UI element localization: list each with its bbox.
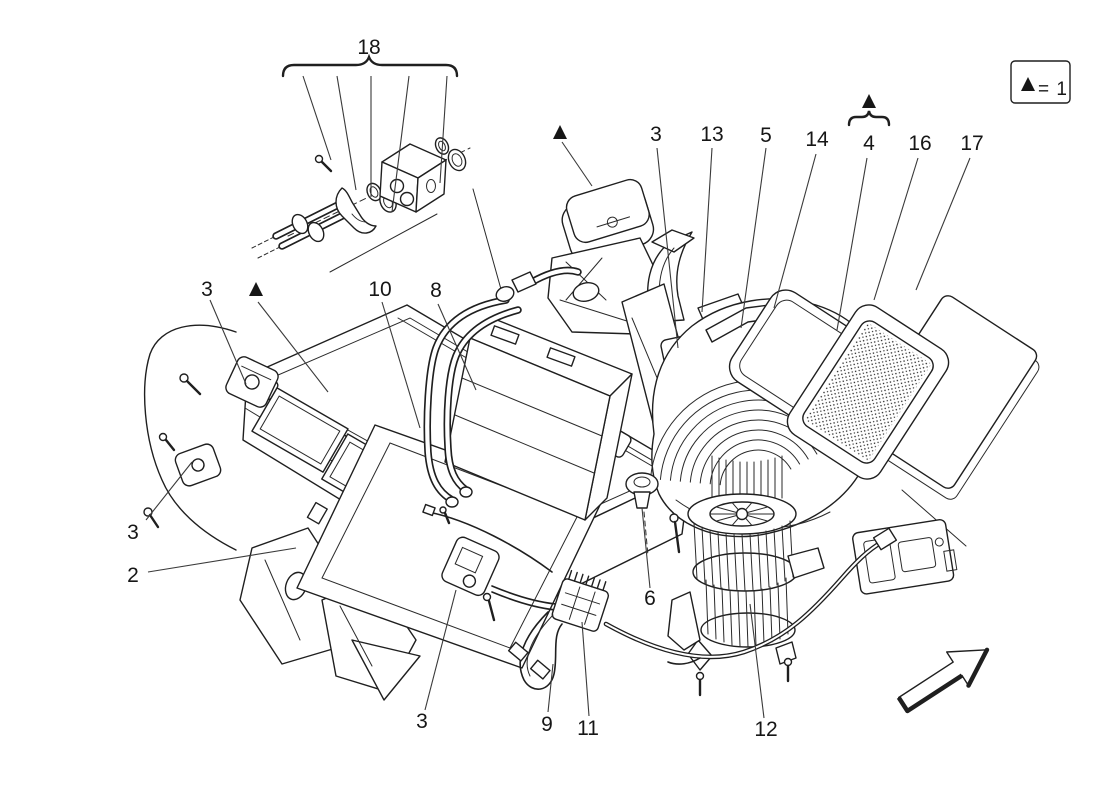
actuator-motor-lower-left <box>160 434 223 488</box>
callout-17: 17 <box>960 132 983 155</box>
triangle-marker-heater <box>249 282 263 296</box>
actuator-motor-bottom <box>440 535 502 598</box>
callout-5: 5 <box>760 124 772 147</box>
blower-motor <box>668 494 824 695</box>
callout-leader-lines <box>146 76 970 718</box>
callout-12: 12 <box>754 718 777 741</box>
direction-arrow <box>899 650 987 711</box>
motor-handle <box>788 548 824 578</box>
actuator-motor-upper-left <box>224 355 281 410</box>
triangle-markers <box>249 94 876 296</box>
callout-11: 11 <box>577 717 599 740</box>
legend-box: = 1 <box>1011 61 1070 103</box>
filter-frame-16 <box>781 299 954 485</box>
callout-13: 13 <box>700 123 723 146</box>
expansion-valve-exploded-view <box>252 136 470 258</box>
callout-3-top: 3 <box>650 123 662 146</box>
triangle-marker-filter-kit <box>862 94 876 108</box>
callout-3-bottom-left: 3 <box>127 521 139 544</box>
callout-numbers: 18 3 13 5 14 4 16 17 3 10 8 3 2 3 9 11 6… <box>127 36 984 741</box>
wiring-harness <box>423 505 896 690</box>
callout-10: 10 <box>368 278 391 301</box>
refrigerant-pipes <box>427 270 578 523</box>
callout-6: 6 <box>644 587 656 610</box>
mounting-wire-frame <box>144 325 236 550</box>
control-module-bracket <box>852 518 958 595</box>
motor-mount-bracket <box>668 592 700 650</box>
callout-14: 14 <box>805 128 829 151</box>
callout-18: 18 <box>357 36 380 59</box>
legend-text: = 1 <box>1038 79 1068 100</box>
callout-8: 8 <box>430 279 442 302</box>
motor-cage-lower <box>706 578 788 647</box>
callout-9: 9 <box>541 713 553 736</box>
legend-triangle-icon <box>1021 77 1035 91</box>
heater-label-1 <box>252 388 348 472</box>
wire-end-connector <box>874 528 897 549</box>
fan-hub <box>710 503 774 526</box>
callout-3-left: 3 <box>201 278 213 301</box>
evaporator-core <box>445 318 632 520</box>
guide-lines <box>330 189 966 546</box>
callout-4: 4 <box>863 132 875 155</box>
pipe-fitting <box>494 284 516 303</box>
callout-braces <box>283 57 889 125</box>
expansion-valve-body <box>380 144 446 212</box>
callout-16: 16 <box>908 132 931 155</box>
drain-grommet <box>626 473 679 556</box>
motor-cage-upper <box>694 521 793 591</box>
callout-3-bottom: 3 <box>416 710 428 733</box>
callout-2: 2 <box>127 564 139 587</box>
valve-bracket <box>336 188 376 233</box>
valve-bolt <box>316 156 323 163</box>
blower-resistor <box>551 569 612 632</box>
triangle-marker-lid <box>553 125 567 139</box>
